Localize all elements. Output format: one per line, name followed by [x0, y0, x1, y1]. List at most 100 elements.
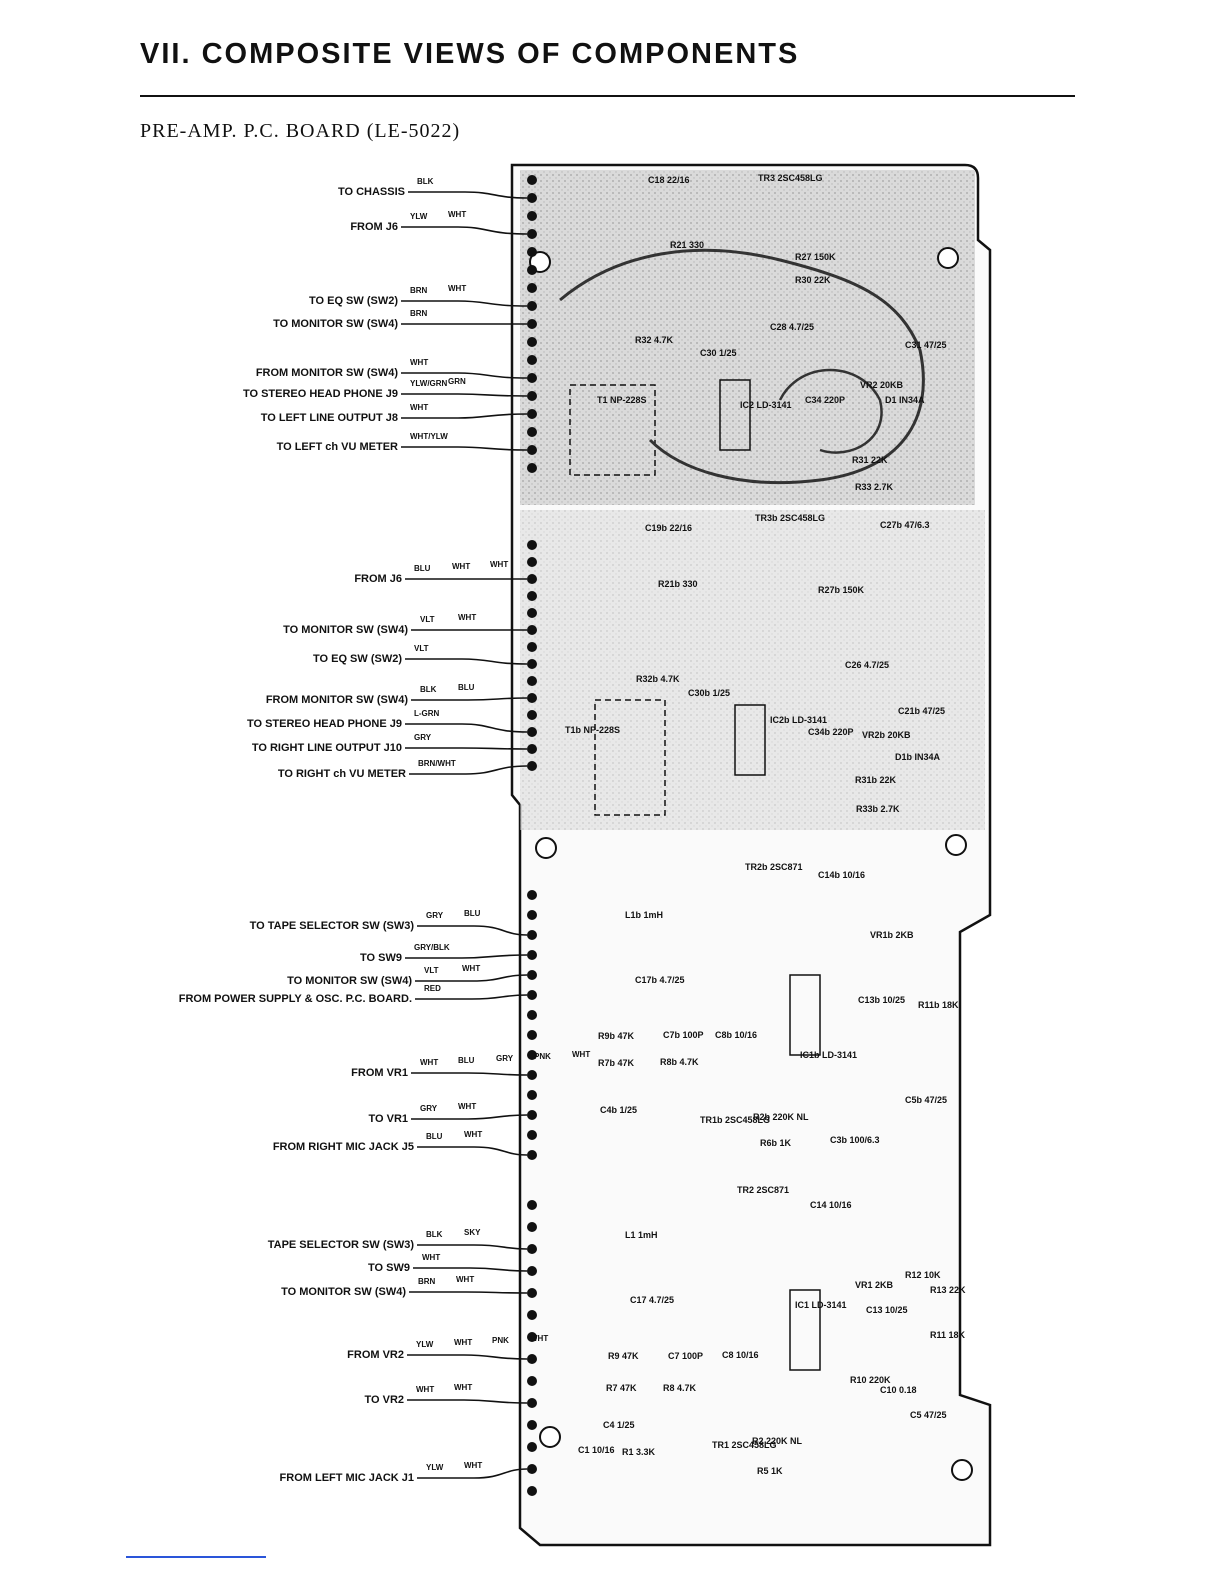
board-title: PRE-AMP. P.C. BOARD (LE-5022)	[140, 120, 461, 142]
wire	[415, 994, 528, 1000]
component-designator: C31 47/25	[905, 340, 947, 350]
connector-pin	[527, 676, 537, 686]
connection-label: FROM J6	[350, 221, 398, 233]
component-designator: R27b 150K	[818, 585, 865, 595]
wire	[401, 300, 528, 307]
component-designator: R21 330	[670, 240, 705, 250]
component-designator: C7 100P	[668, 1351, 704, 1361]
wire	[407, 1399, 528, 1404]
wire	[405, 747, 528, 750]
wire	[411, 1114, 528, 1120]
mounting-hole	[535, 837, 557, 859]
connector-pin	[527, 1354, 537, 1364]
wire	[411, 1072, 528, 1076]
component-designator: L1 1mH	[625, 1230, 658, 1240]
connection-label: TO VR2	[364, 1394, 404, 1406]
connection-label: TO LEFT LINE OUTPUT J8	[260, 412, 398, 424]
wire-color-code: WHT	[454, 1383, 473, 1392]
component-designator: VR2 20KB	[860, 380, 904, 390]
connection-label: FROM VR2	[347, 1349, 404, 1361]
connector-pin	[527, 1266, 537, 1276]
wire-color-code: WHT	[410, 358, 429, 367]
wire-color-code: BLU	[458, 1056, 475, 1065]
wire-color-code: WHT	[448, 284, 467, 293]
connector-pin	[527, 193, 537, 203]
component-designator: R33b 2.7K	[856, 804, 900, 814]
connection-label: TO EQ SW (SW2)	[312, 653, 402, 665]
component-designator: C28 4.7/25	[770, 322, 815, 332]
wire-color-code: WHT	[464, 1130, 483, 1139]
component-designator: R21b 330	[658, 579, 698, 589]
connection-label: TO LEFT ch VU METER	[276, 441, 398, 453]
connector-pin	[527, 391, 537, 401]
component-designator: R31b 22K	[855, 775, 897, 785]
connection-label: TO STEREO HEAD PHONE J9	[246, 718, 402, 730]
component-designator: VR2b 20KB	[862, 730, 911, 740]
wire	[409, 765, 528, 775]
component-designator: R2b 220K NL	[753, 1112, 809, 1122]
connector-pin	[527, 1310, 537, 1320]
connection-label: TO RIGHT ch VU METER	[277, 768, 406, 780]
component-designator: R11b 18K	[918, 1000, 959, 1010]
component-designator: C7b 100P	[663, 1030, 704, 1040]
wire-color-code: BLK	[420, 685, 437, 694]
connector-pin	[527, 1332, 537, 1342]
component-designator: R8b 4.7K	[660, 1057, 699, 1067]
connector-pin	[527, 950, 537, 960]
connector-pin	[527, 540, 537, 550]
wire-color-code: BRN	[410, 286, 428, 295]
heading-rule	[140, 95, 1075, 97]
component-designator: TR3 2SC458LG	[758, 173, 823, 183]
mounting-hole	[951, 1459, 973, 1481]
component-designator: R1 3.3K	[622, 1447, 656, 1457]
component-designator: D1b IN34A	[895, 752, 941, 762]
connector-pin	[527, 930, 537, 940]
wire-color-code: WHT	[490, 560, 509, 569]
connector-pin	[527, 445, 537, 455]
connection-label: TO MONITOR SW (SW4)	[281, 1286, 406, 1298]
connection-label: TAPE SELECTOR SW (SW3)	[267, 1239, 414, 1251]
connector-pin	[527, 409, 537, 419]
connector-pin	[527, 1090, 537, 1100]
component-designator: C17 4.7/25	[630, 1295, 675, 1305]
connection-label: TO MONITOR SW (SW4)	[287, 975, 412, 987]
connector-pin	[527, 283, 537, 293]
wire-color-code: BLU	[414, 564, 431, 573]
component-designator: R13 22K	[930, 1285, 966, 1295]
connector-pin	[527, 1070, 537, 1080]
wire	[401, 372, 528, 379]
wire-color-code: WHT	[462, 964, 481, 973]
component-designator: C5b 47/25	[905, 1095, 948, 1105]
wire-color-code: BRN	[418, 1277, 436, 1286]
connector-pin	[527, 229, 537, 239]
connection-label: TO MONITOR SW (SW4)	[283, 624, 408, 636]
connector-pin	[527, 247, 537, 257]
component-designator: C34 220P	[805, 395, 846, 405]
wire-color-code: WHT	[458, 613, 477, 622]
connector-pin	[527, 175, 537, 185]
connector-pin	[527, 319, 537, 329]
connector-pin	[527, 1030, 537, 1040]
connector-pin	[527, 693, 537, 703]
component-designator: R7 47K	[606, 1383, 637, 1393]
component-designator: R2 220K NL	[752, 1436, 803, 1446]
ic-ic1	[789, 1289, 821, 1371]
component-designator: R31 22K	[852, 455, 888, 465]
component-designator: C27b 47/6.3	[880, 520, 930, 530]
wire-color-code: YLW	[410, 212, 428, 221]
component-designator: R5 1K	[757, 1466, 783, 1476]
wire	[417, 1244, 528, 1250]
component-designator: C21b 47/25	[898, 706, 946, 716]
component-designator: C34b 220P	[808, 727, 854, 737]
wire-color-code: BLU	[426, 1132, 443, 1141]
component-designator: R7b 47K	[598, 1058, 635, 1068]
wire	[405, 658, 528, 665]
mounting-hole	[539, 1426, 561, 1448]
wire	[413, 1267, 528, 1272]
connection-label: TO VR1	[368, 1113, 408, 1125]
wire-color-code: GRY	[426, 911, 444, 920]
component-designator: R32 4.7K	[635, 335, 674, 345]
transformer-t1	[569, 384, 656, 476]
connector-pin	[527, 463, 537, 473]
connection-label: FROM VR1	[351, 1067, 408, 1079]
